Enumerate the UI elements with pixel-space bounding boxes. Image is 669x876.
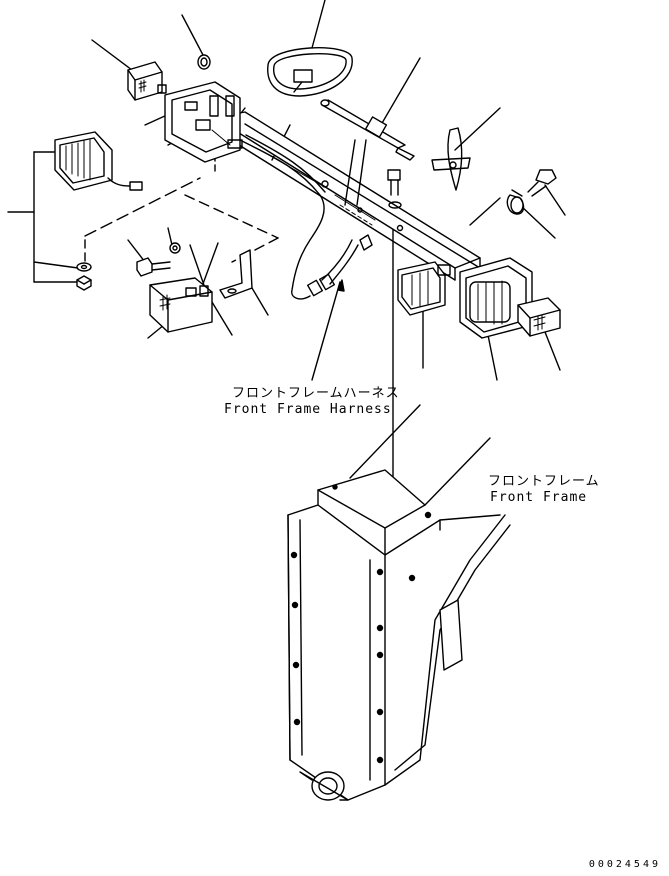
l-bracket	[219, 249, 253, 299]
lamp-mount-bracket	[164, 81, 243, 163]
drawing-number: 00024549	[588, 859, 661, 870]
front-frame-label-en: Front Frame	[490, 490, 588, 505]
front-frame	[287, 404, 511, 801]
lamp-bracket-bar	[214, 111, 481, 281]
bolt-left	[136, 242, 181, 277]
screw-right	[506, 169, 557, 215]
work-lamp-left	[54, 131, 143, 191]
clamp-band	[267, 47, 353, 97]
harness-wires	[239, 134, 373, 300]
harness-clip	[431, 127, 471, 191]
work-lamp-right	[397, 261, 451, 316]
washer-nut-left	[76, 262, 92, 291]
side-lamp-small	[127, 61, 167, 101]
front-frame-harness-label-jp: フロントフレームハーネス	[232, 386, 400, 401]
bolt-center	[387, 169, 402, 209]
grommet	[197, 54, 211, 70]
fog-lamp-left	[149, 277, 213, 333]
assembly-guide-lines	[84, 154, 394, 521]
mast-post	[320, 99, 415, 206]
front-frame-label-jp: フロントフレーム	[488, 474, 600, 489]
front-frame-harness-label-en: Front Frame Harness	[224, 402, 392, 417]
head-lamp-right	[459, 257, 561, 339]
